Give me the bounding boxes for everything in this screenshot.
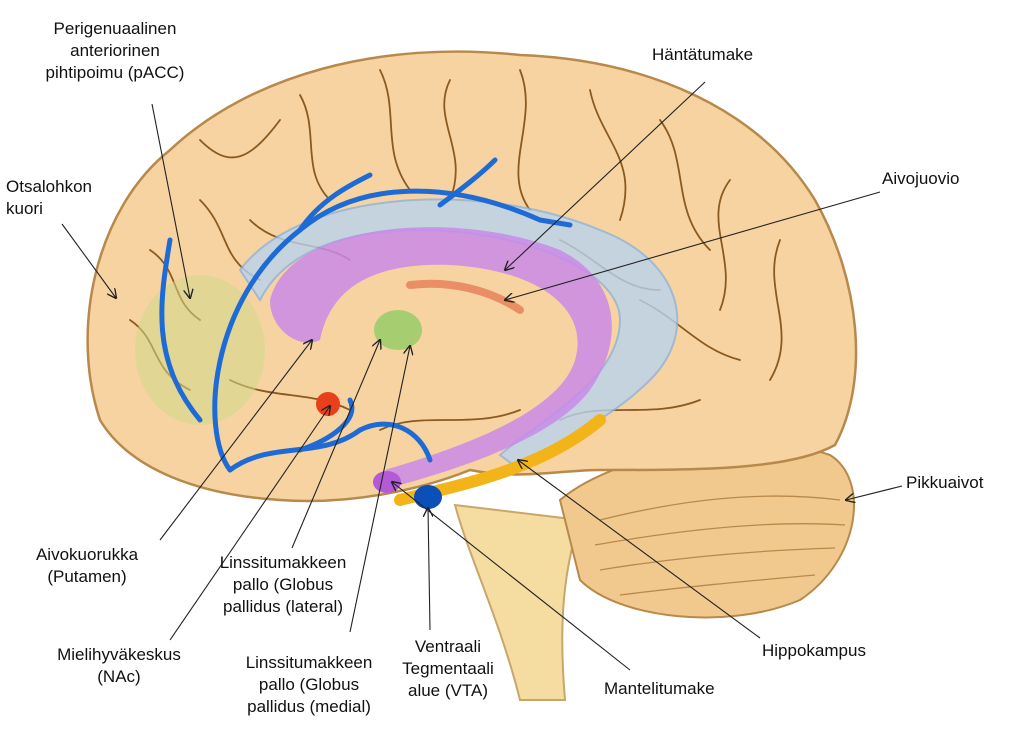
label-hantatumake: Häntätumake xyxy=(652,44,753,66)
label-pacc-line1: Perigenuaalinen xyxy=(53,19,177,38)
label-otsalohkon-kuori: Otsalohkon kuori xyxy=(6,176,92,220)
label-globus-medial-line3: pallidus (medial) xyxy=(247,697,371,716)
label-globus-medial-line1: Linssitumakkeen xyxy=(245,653,373,672)
label-hippokampus: Hippokampus xyxy=(762,640,866,662)
label-aivokuorukka: Aivokuorukka (Putamen) xyxy=(12,544,162,588)
vta xyxy=(414,485,442,509)
label-vta-line1: Ventraali xyxy=(414,637,482,656)
label-otsalohkon-line2: kuori xyxy=(6,199,43,218)
label-pikkuaivot-text: Pikkuaivot xyxy=(906,473,984,492)
globus-pallidus xyxy=(374,310,422,350)
label-vta-line3: alue (VTA) xyxy=(408,681,488,700)
label-aivokuorukka-line2: (Putamen) xyxy=(47,567,127,586)
label-hippokampus-text: Hippokampus xyxy=(762,641,866,660)
label-globus-lateral-line3: pallidus (lateral) xyxy=(223,597,343,616)
nac xyxy=(316,392,340,416)
caudate-nucleus-highlight xyxy=(406,279,524,314)
label-vta: Ventraali Tegmentaali alue (VTA) xyxy=(388,636,508,702)
label-hantatumake-text: Häntätumake xyxy=(652,45,754,64)
label-aivokuorukka-line1: Aivokuorukka xyxy=(35,545,139,564)
label-vta-line2: Tegmentaali xyxy=(402,659,494,678)
label-aivojuovio: Aivojuovio xyxy=(882,168,960,190)
label-otsalohkon-line1: Otsalohkon xyxy=(6,177,92,196)
label-pikkuaivot: Pikkuaivot xyxy=(906,472,983,494)
brainstem xyxy=(453,503,582,701)
label-mantelitumake-text: Mantelitumake xyxy=(604,679,715,698)
label-mantelitumake: Mantelitumake xyxy=(604,678,715,700)
amygdala xyxy=(373,471,401,493)
caudate-striatum xyxy=(270,227,612,485)
label-globus-medial: Linssitumakkeen pallo (Globus pallidus (… xyxy=(224,652,394,718)
label-globus-lateral-line2: pallo (Globus xyxy=(232,575,334,594)
label-mielihyvakeskus: Mielihyväkeskus (NAc) xyxy=(34,644,204,688)
leader-lines xyxy=(61,81,903,671)
prefrontal-region xyxy=(135,275,265,425)
label-pacc-line3: pihtipoimu (pACC) xyxy=(45,63,185,82)
label-pacc: Perigenuaalinen anteriorinen pihtipoimu … xyxy=(10,18,220,84)
label-mielihyvakeskus-line1: Mielihyväkeskus xyxy=(57,645,181,664)
label-mielihyvakeskus-line2: (NAc) xyxy=(97,667,141,686)
label-aivojuovio-text: Aivojuovio xyxy=(882,169,960,188)
label-globus-lateral: Linssitumakkeen pallo (Globus pallidus (… xyxy=(198,552,368,618)
label-globus-lateral-line1: Linssitumakkeen xyxy=(219,553,347,572)
label-globus-medial-line2: pallo (Globus xyxy=(258,675,360,694)
label-pacc-line2: anteriorinen xyxy=(70,41,160,60)
cerebral-cortex xyxy=(86,50,858,503)
